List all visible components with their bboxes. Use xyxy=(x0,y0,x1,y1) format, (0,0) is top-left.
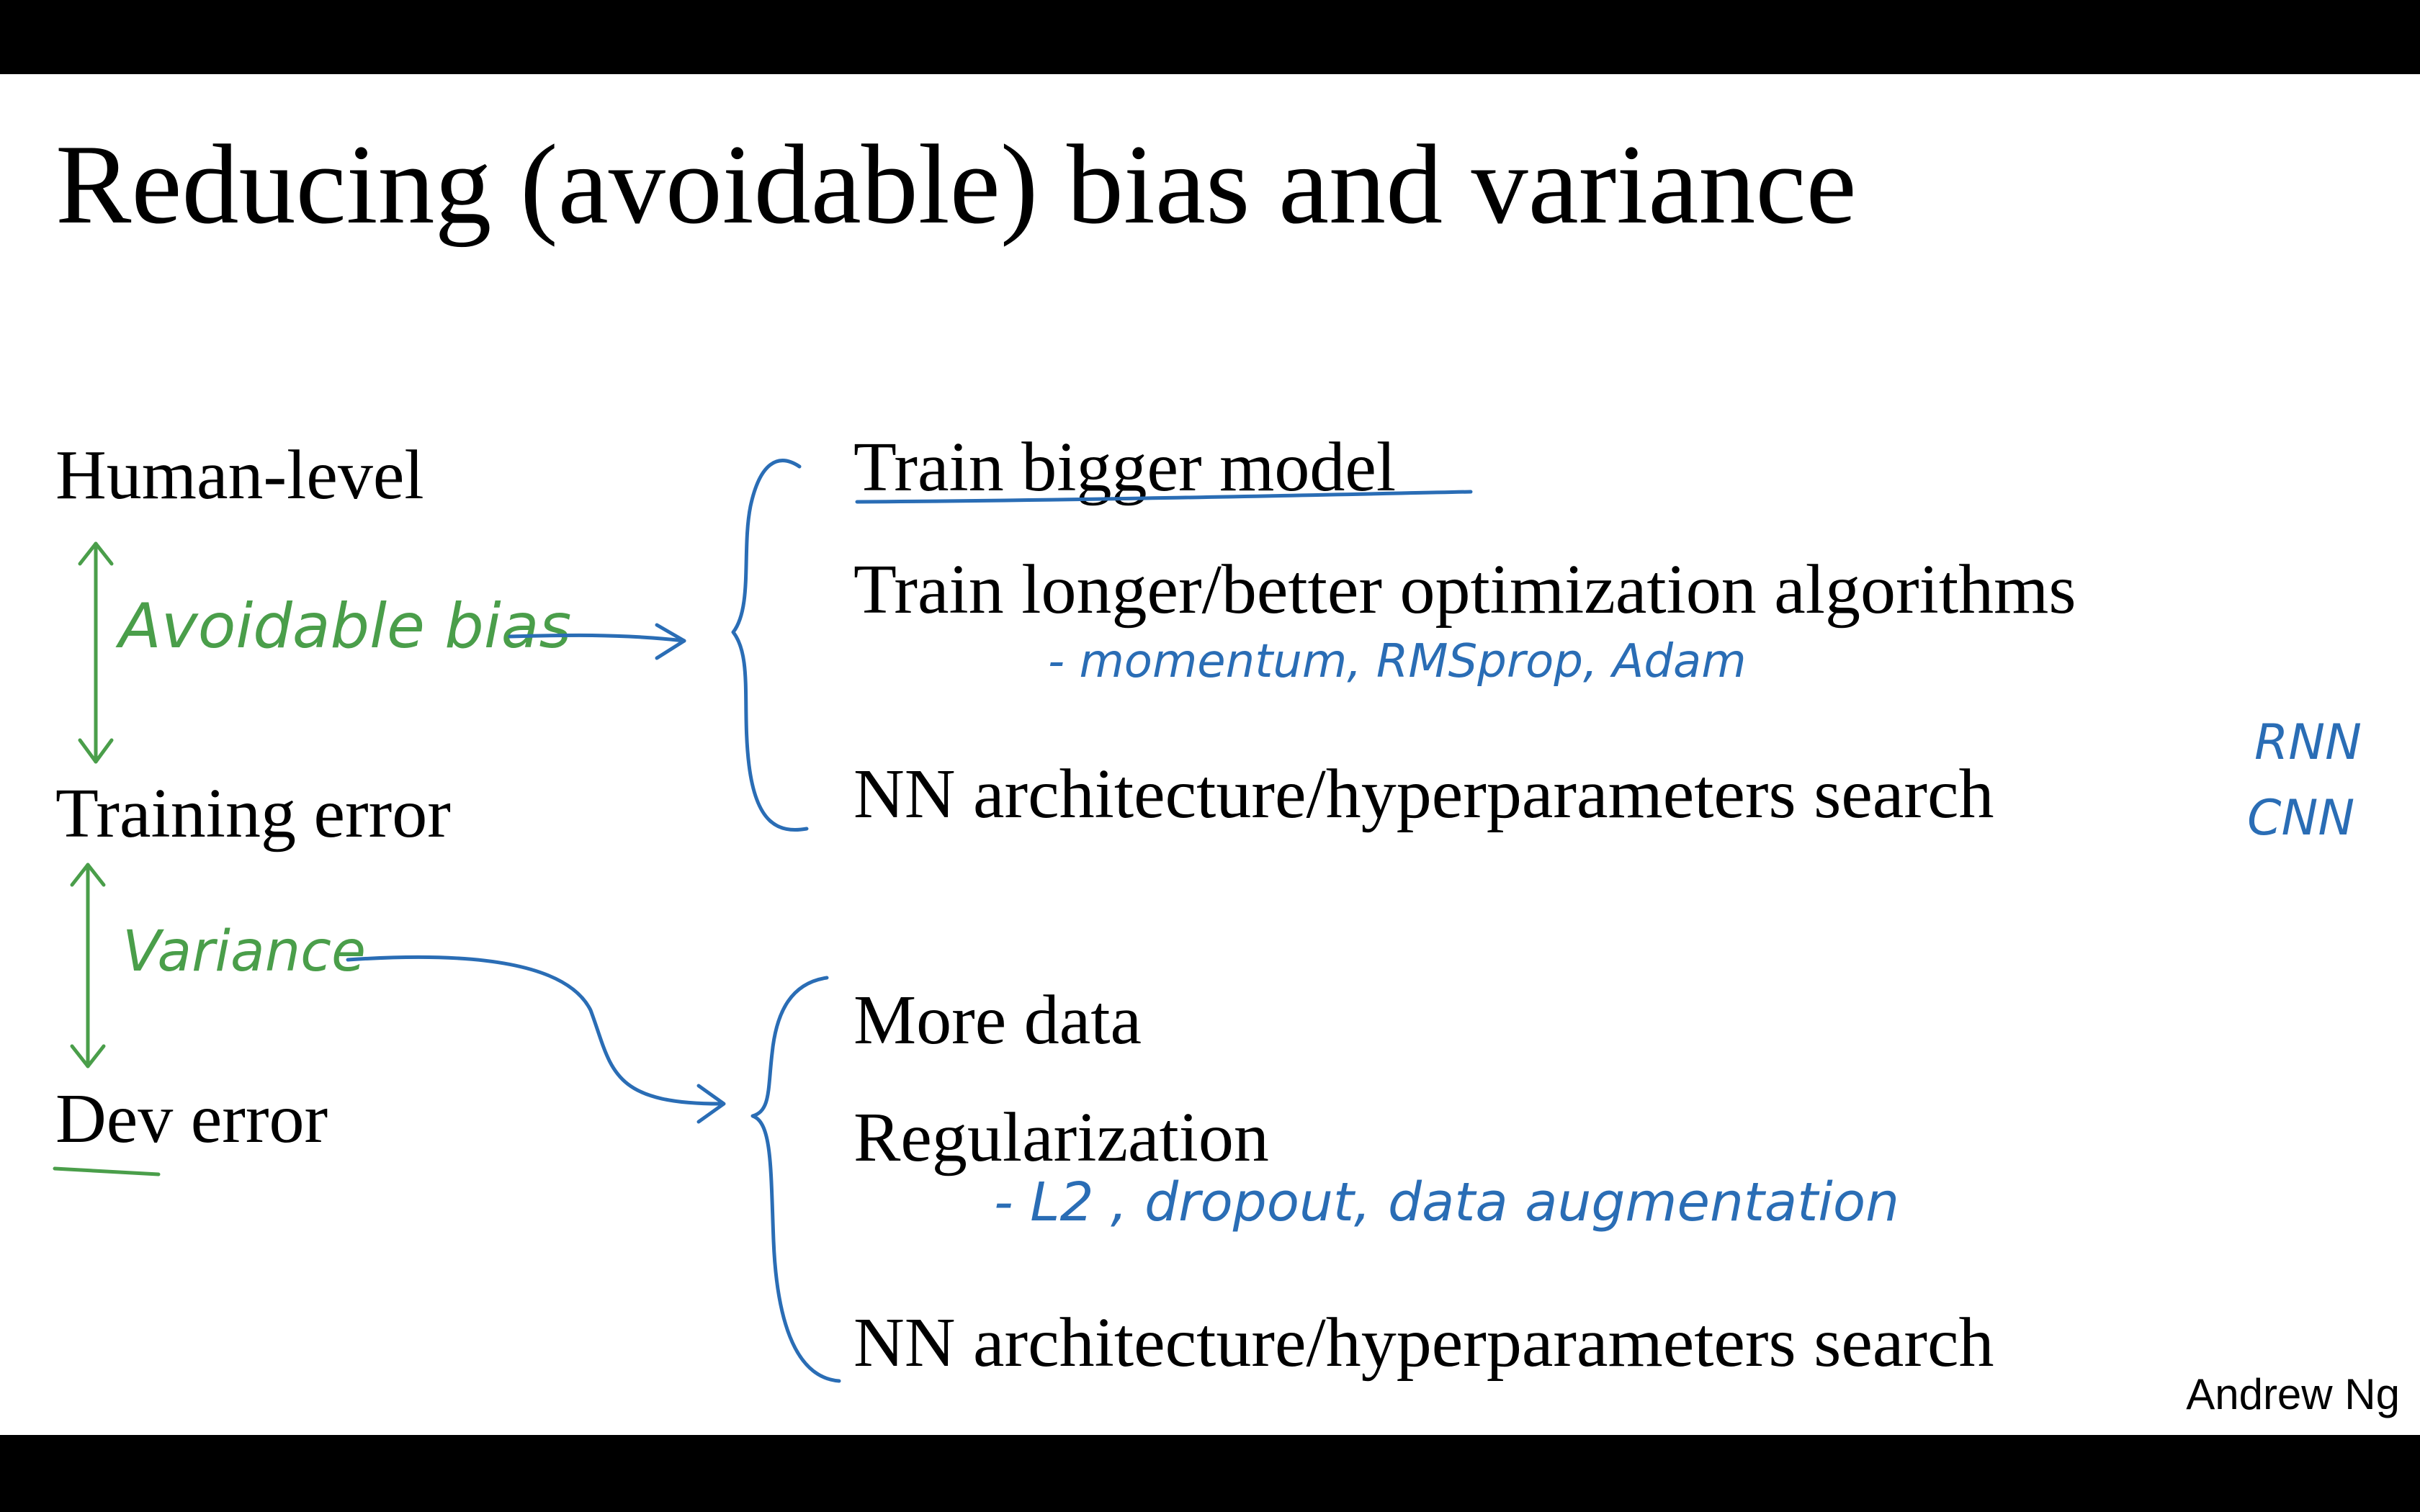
variance-arrow xyxy=(70,863,106,1068)
variance-option-nn-search: NN architecture/hyperparameters search xyxy=(853,1304,1994,1382)
variance-option-regularization: Regularization xyxy=(853,1099,1269,1176)
dev-underline xyxy=(53,1166,161,1176)
bigger-model-underline xyxy=(855,490,1473,504)
variance-annotation: Variance xyxy=(122,919,367,984)
author-credit: Andrew Ng xyxy=(2186,1370,2400,1418)
bias-option-nn-search: NN architecture/hyperparameters search xyxy=(853,755,1994,833)
variance-to-options-arrow xyxy=(346,955,726,1124)
variance-option-more-data: More data xyxy=(853,981,1142,1059)
bias-option-train-longer: Train longer/better optimization algorit… xyxy=(853,551,2076,629)
dev-error-label: Dev error xyxy=(55,1080,328,1158)
optimizers-annotation: - momentum, RMSprop, Adam xyxy=(1048,635,1747,688)
slide-canvas: Reducing (avoidable) bias and variance H… xyxy=(0,74,2420,1435)
bias-brace xyxy=(731,459,809,832)
ink-layer xyxy=(53,459,1473,1383)
bias-to-options-arrow xyxy=(508,623,686,660)
rnn-annotation: RNN xyxy=(2254,714,2362,771)
human-level-label: Human-level xyxy=(55,436,424,514)
training-error-label: Training error xyxy=(55,775,451,852)
slide-title: Reducing (avoidable) bias and variance xyxy=(55,122,1857,248)
cnn-annotation: CNN xyxy=(2247,790,2355,847)
avoidable-bias-annotation: Avoidable bias xyxy=(119,590,572,662)
bias-option-bigger-model: Train bigger model xyxy=(853,428,1397,506)
avoidable-bias-arrow xyxy=(78,541,114,764)
variance-brace xyxy=(750,976,841,1383)
regularizers-annotation: - L2 , dropout, data augmentation xyxy=(994,1171,1900,1233)
